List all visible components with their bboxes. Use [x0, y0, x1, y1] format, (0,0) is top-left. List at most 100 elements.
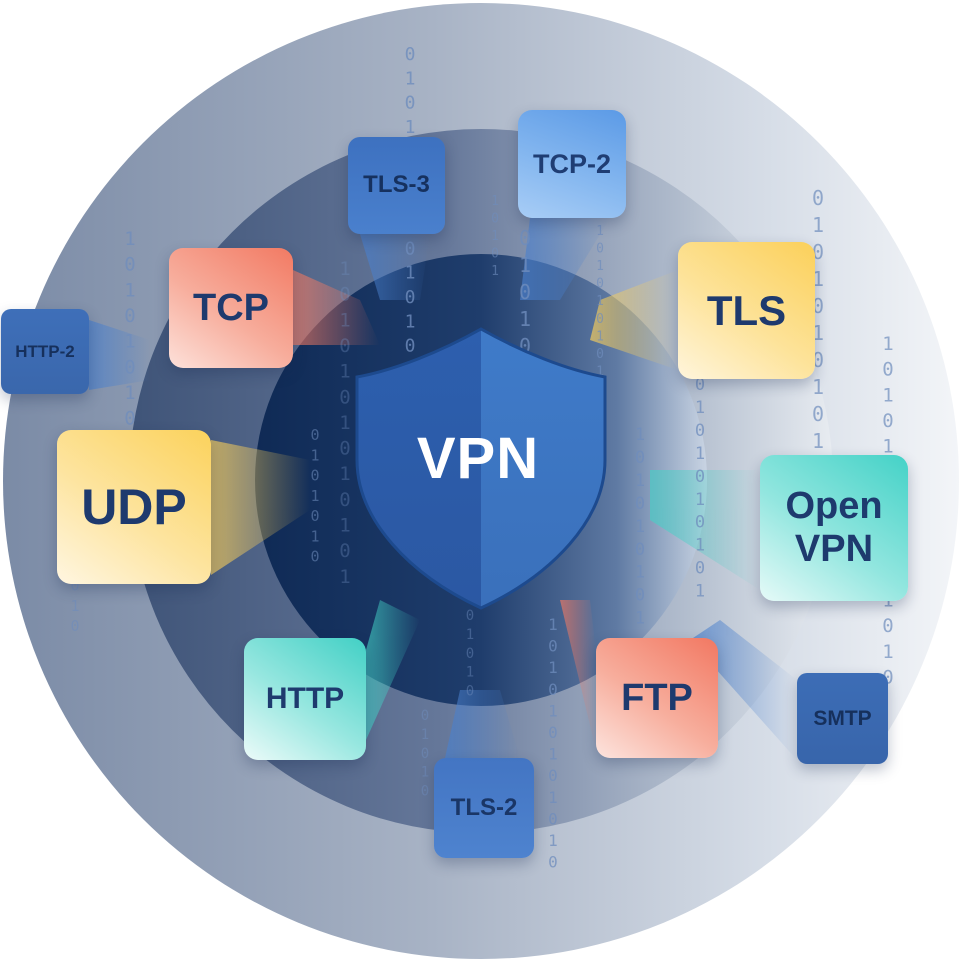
- binary-digit: 1: [596, 259, 604, 274]
- binary-digit: 0: [405, 44, 416, 65]
- binary-digit: 0: [491, 247, 499, 262]
- binary-digit: 1: [339, 566, 350, 588]
- binary-digit: 1: [596, 364, 604, 379]
- shield-icon: [355, 327, 607, 610]
- binary-digit: 1: [812, 213, 824, 237]
- binary-digit: 0: [421, 784, 429, 800]
- binary-digit: 0: [596, 347, 604, 362]
- protocol-box-ftp: FTP: [596, 638, 718, 758]
- binary-digit: 0: [70, 617, 79, 635]
- binary-digit: 1: [695, 490, 705, 510]
- binary-digit: 1: [421, 727, 429, 743]
- binary-digit: 1: [695, 582, 705, 602]
- binary-digit: 1: [635, 563, 645, 583]
- binary-digit: 0: [339, 489, 350, 511]
- binary-digit: 0: [695, 375, 705, 395]
- binary-digit: 0: [695, 559, 705, 579]
- binary-digit: 1: [548, 788, 558, 807]
- binary-digit: 0: [695, 421, 705, 441]
- binary-digit: 1: [339, 412, 350, 434]
- binary-digit: 1: [310, 446, 319, 464]
- binary-digit: 1: [596, 294, 604, 309]
- protocol-box-tls-3: TLS-3: [348, 137, 445, 234]
- binary-digit: 0: [635, 494, 645, 514]
- binary-digit: 0: [882, 666, 893, 688]
- binary-digit: 1: [548, 615, 558, 634]
- binary-digit: 1: [548, 701, 558, 720]
- binary-digit: 1: [596, 224, 604, 239]
- binary-digit: 0: [635, 448, 645, 468]
- binary-digit: 0: [405, 93, 416, 114]
- binary-digit: 0: [124, 254, 135, 276]
- binary-digit: 0: [310, 507, 319, 525]
- binary-digit: 1: [548, 745, 558, 764]
- binary-digit: 1: [695, 444, 705, 464]
- binary-digit: 0: [596, 277, 604, 292]
- binary-digit: 1: [882, 384, 893, 406]
- binary-digit: 1: [596, 329, 604, 344]
- binary-digit: 1: [124, 331, 135, 353]
- binary-digit: 0: [519, 226, 531, 250]
- binary-digit: 1: [310, 527, 319, 545]
- binary-digit: 0: [695, 467, 705, 487]
- binary-digit: 0: [695, 513, 705, 533]
- protocol-box-openvpn: Open VPN: [760, 455, 908, 601]
- binary-digit: 1: [466, 627, 474, 643]
- binary-digit: 1: [519, 307, 531, 331]
- binary-digit: 0: [339, 438, 350, 460]
- binary-digit: 1: [635, 425, 645, 445]
- protocol-box-http-2: HTTP-2: [1, 309, 89, 394]
- binary-digit: 1: [519, 253, 531, 277]
- binary-digit: 1: [491, 194, 499, 209]
- binary-digit: 0: [882, 410, 893, 432]
- binary-digit: 0: [548, 853, 558, 872]
- binary-digit: 1: [124, 382, 135, 404]
- binary-digit: 0: [405, 287, 416, 308]
- binary-digit: 0: [635, 586, 645, 606]
- binary-digit: 0: [466, 608, 474, 624]
- binary-digit: 0: [812, 402, 824, 426]
- binary-digit: 0: [339, 386, 350, 408]
- binary-digit: 1: [405, 68, 416, 89]
- binary-digit: 1: [339, 258, 350, 280]
- protocol-box-tcp: TCP: [169, 248, 293, 368]
- binary-digit: 1: [339, 463, 350, 485]
- binary-digit: 1: [882, 641, 893, 663]
- binary-digit: 0: [491, 212, 499, 227]
- binary-digit: 0: [882, 359, 893, 381]
- binary-digit: 1: [695, 536, 705, 556]
- binary-digit: 0: [548, 680, 558, 699]
- binary-digit: 0: [466, 684, 474, 700]
- binary-digit: 1: [548, 831, 558, 850]
- binary-digit: 1: [124, 228, 135, 250]
- binary-digit: 1: [405, 263, 416, 284]
- binary-digit: 1: [882, 333, 893, 355]
- binary-digit: 1: [812, 375, 824, 399]
- binary-digit: 0: [310, 467, 319, 485]
- binary-digit: 0: [405, 336, 416, 357]
- binary-digit: 0: [310, 426, 319, 444]
- binary-digit: 0: [339, 284, 350, 306]
- binary-digit: 0: [596, 312, 604, 327]
- binary-digit: 0: [339, 335, 350, 357]
- binary-digit: 0: [405, 238, 416, 259]
- binary-digit: 0: [339, 540, 350, 562]
- binary-digit: 1: [466, 665, 474, 681]
- binary-digit: 1: [70, 597, 79, 615]
- binary-digit: 0: [70, 577, 79, 595]
- binary-digit: 1: [491, 264, 499, 279]
- binary-digit: 1: [812, 429, 824, 453]
- binary-digit: 1: [339, 515, 350, 537]
- binary-digit: 1: [421, 765, 429, 781]
- binary-digit: 0: [548, 766, 558, 785]
- binary-digit: 1: [405, 117, 416, 138]
- binary-digit: 0: [548, 637, 558, 656]
- protocol-box-tls: TLS: [678, 242, 815, 379]
- binary-digit: 0: [596, 242, 604, 257]
- binary-digit: 0: [812, 186, 824, 210]
- binary-digit: 0: [124, 305, 135, 327]
- protocol-box-tls-2: TLS-2: [434, 758, 534, 858]
- binary-digit: 1: [405, 311, 416, 332]
- binary-digit: 1: [491, 229, 499, 244]
